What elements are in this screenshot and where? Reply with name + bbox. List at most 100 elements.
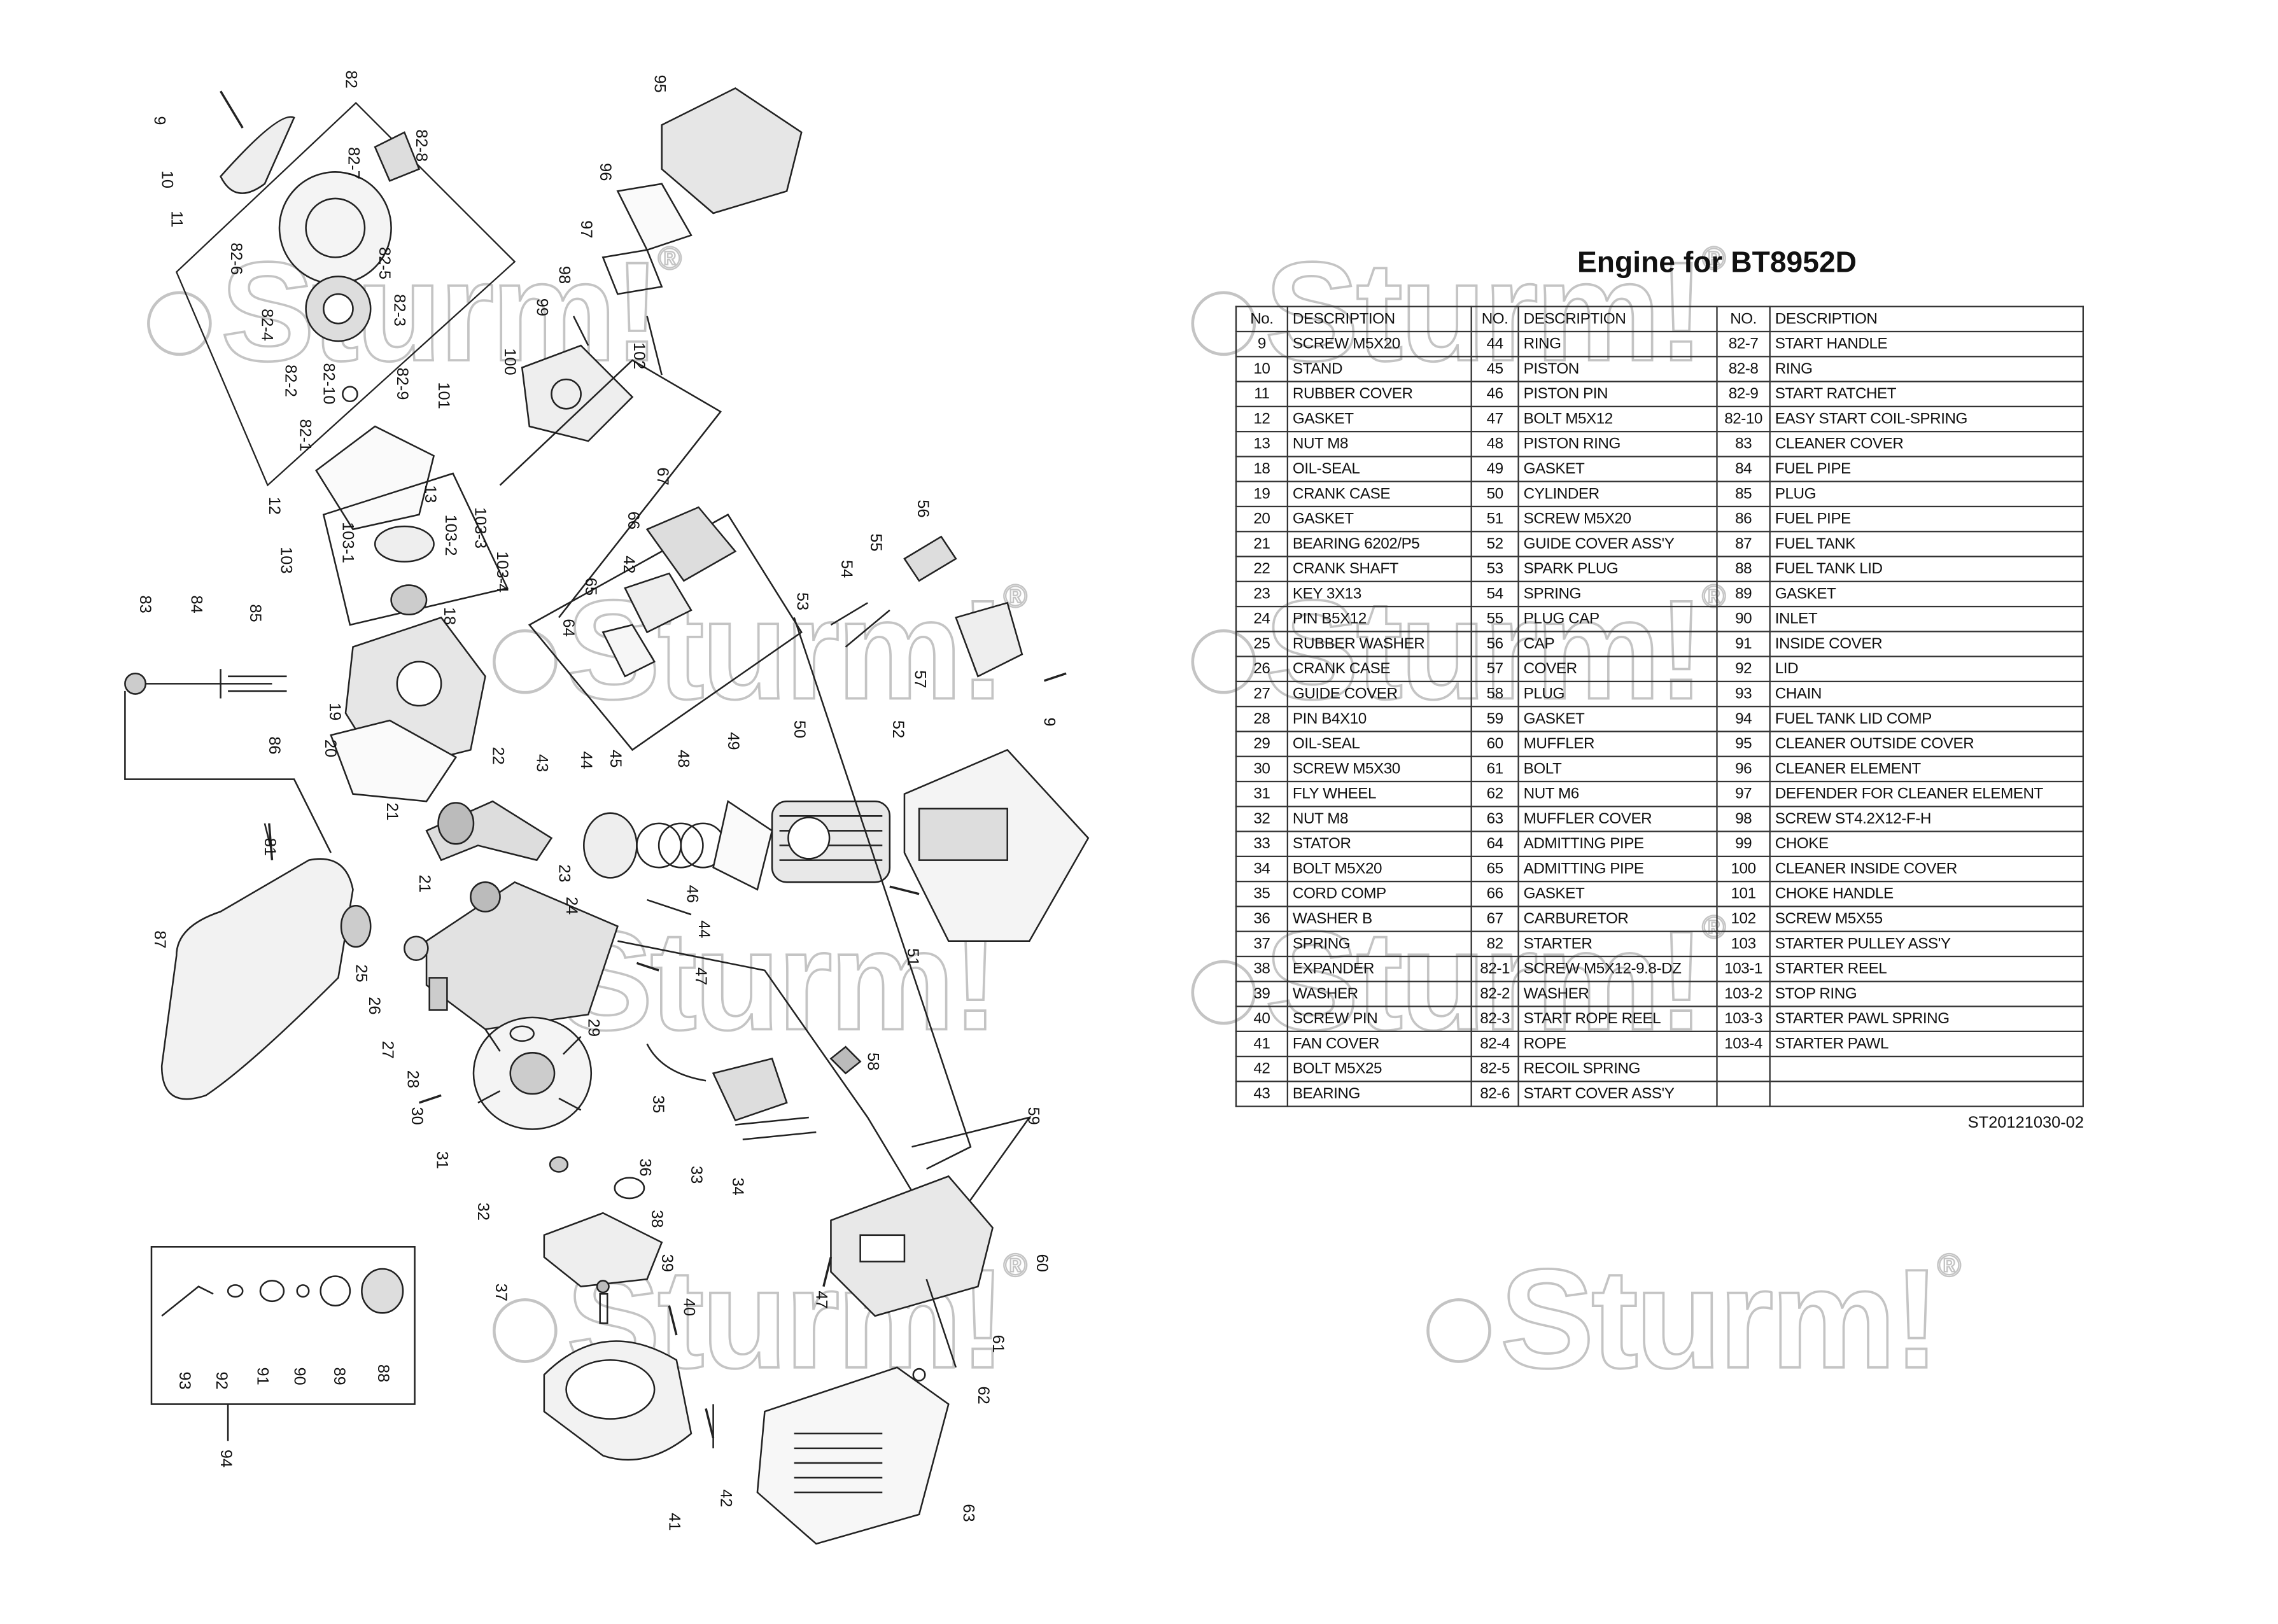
air-cleaner-group [499,87,803,619]
part-number: 97 [1716,780,1771,808]
callout-label: 45 [606,750,624,768]
part-description: BOLT M5X20 [1286,855,1472,883]
part-number: 84 [1716,456,1771,482]
column-header: NO. [1716,305,1771,333]
part-number: 27 [1235,680,1288,708]
callout-label: 18 [440,606,458,626]
part-number: 66 [1470,880,1519,907]
callout-label: 39 [657,1254,675,1272]
part-number: 21 [1235,531,1288,557]
callout-label: 89 [329,1367,348,1385]
callout-label: 103-2 [441,514,460,556]
callout-label: 83 [135,595,153,613]
part-description: EASY START COIL-SPRING [1769,405,2084,433]
fuel-tank-lid-box-94 [150,1246,416,1441]
part-description: STARTER PAWL SPRING [1769,1005,2084,1032]
callout-label: 11 [167,211,185,228]
part-description: CRANK CASE [1286,480,1472,508]
callout-label: 98 [554,265,573,284]
part-description: LID [1769,655,2084,683]
starter-assembly [175,102,516,487]
part-description: SCREW M5X30 [1286,755,1472,783]
crankshaft-piston [425,800,773,916]
callout-label: 49 [724,732,742,750]
callout-label: 20 [320,739,339,758]
part-number: 93 [1716,680,1771,708]
callout-label: 82-10 [319,363,337,405]
column-header: DESCRIPTION [1286,305,1472,333]
part-description: PISTON PIN [1517,381,1718,408]
part-description: DEFENDER FOR CLEANER ELEMENT [1769,780,2084,808]
part-description: STOP RING [1769,981,2084,1007]
part-description: FLY WHEEL [1286,780,1472,808]
callout-label: 37 [491,1283,509,1302]
callout-label: 58 [863,1053,882,1071]
part-description: ADMITTING PIPE [1517,855,1718,883]
part-description: BOLT M5X12 [1517,405,1718,433]
callout-label: 103-1 [338,522,356,564]
callout-label: 67 [653,467,671,486]
part-description: BEARING 6202/P5 [1286,531,1472,557]
part-number: 103-4 [1716,1030,1771,1058]
part-description: FUEL TANK LID [1769,556,2084,582]
part-description: RING [1769,356,2084,382]
part-number: 82-7 [1716,330,1771,358]
callout-label: 82-8 [411,129,430,162]
part-number: 28 [1235,706,1288,732]
part-number: 11 [1235,381,1288,408]
part-description: GUIDE COVER ASS'Y [1517,531,1718,557]
part-number: 37 [1235,930,1288,958]
gasket-12 [315,425,435,531]
part-description [1769,1081,2084,1107]
part-number: 44 [1470,330,1519,358]
part-description: EXPANDER [1286,955,1472,983]
part-description: CLEANER COVER [1769,430,2084,458]
part-description: BOLT M5X25 [1286,1055,1472,1082]
part-description: NUT M8 [1286,806,1472,832]
part-description: STAND [1286,356,1472,382]
callout-label: 56 [913,500,931,518]
callout-label: 82-4 [257,309,276,342]
part-description: CORD COMP [1286,880,1472,907]
part-number: 35 [1235,880,1288,907]
part-description: CRANK SHAFT [1286,556,1472,582]
callout-label: 41 [664,1513,683,1531]
callout-label: 90 [290,1367,308,1385]
callout-label: 36 [635,1158,654,1177]
part-number: 82-9 [1716,381,1771,408]
callout-label: 81 [260,837,278,856]
callout-label: 82-5 [375,247,393,280]
callout-label: 60 [1032,1254,1050,1272]
column-header: No. [1235,305,1288,333]
guide-cover-52 [903,601,1090,942]
callout-label: 86 [265,736,283,755]
column-header: DESCRIPTION [1517,305,1718,333]
part-number: 24 [1235,605,1288,633]
part-number [1716,1081,1771,1107]
part-number: 42 [1235,1055,1288,1082]
part-number: 49 [1470,456,1519,482]
part-description: KEY 3X13 [1286,580,1472,608]
callout-label: 29 [584,1018,602,1037]
part-description: PIN B4X10 [1286,706,1472,732]
part-number: 33 [1235,830,1288,858]
part-description: FUEL TANK [1769,531,2084,557]
part-description: PLUG [1517,680,1718,708]
part-description: STARTER PULLEY ASS'Y [1769,930,2084,958]
part-number [1716,1055,1771,1082]
crank-case-26 [404,881,619,1030]
callout-label: 85 [246,604,264,622]
part-number: 25 [1235,631,1288,657]
callout-label: 19 [325,703,343,721]
callout-label: 25 [351,964,370,983]
part-number: 82-8 [1716,356,1771,382]
part-number: 12 [1235,405,1288,433]
part-description: NUT M6 [1517,780,1718,808]
callout-label: 10 [157,170,176,189]
part-number: 18 [1235,456,1288,482]
